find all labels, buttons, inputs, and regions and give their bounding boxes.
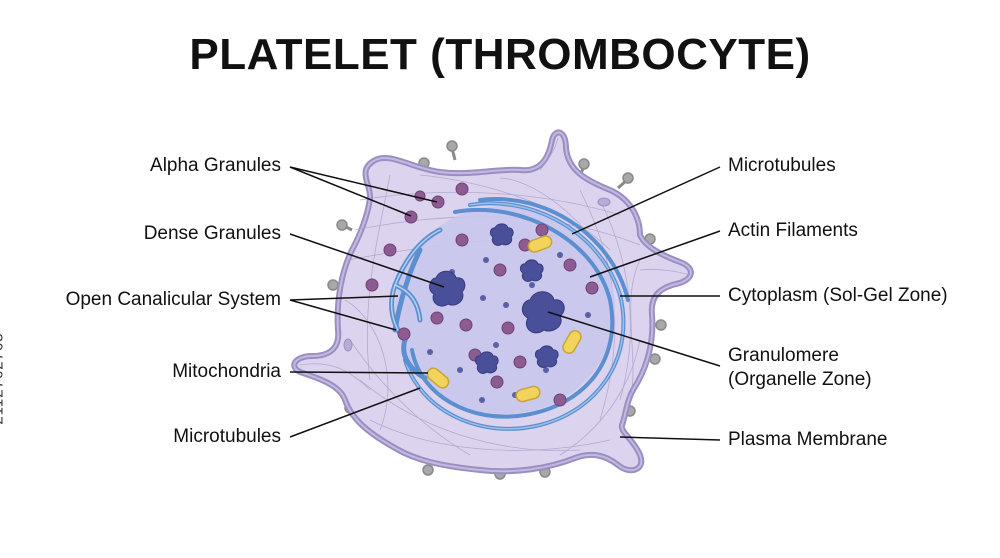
label-mitochondria: Mitochondria — [172, 361, 281, 382]
leader-lines — [289, 166, 721, 441]
page-title: PLATELET (THROMBOCYTE) — [189, 30, 811, 79]
mitochondria — [426, 235, 582, 403]
surface-pits — [343, 197, 611, 352]
label-microtubules-left: Microtubules — [173, 426, 281, 447]
label-cytoplasm: Cytoplasm (Sol-Gel Zone) — [728, 285, 948, 306]
label-microtubules-right: Microtubules — [728, 155, 836, 176]
label-granulomere: Granulomere — [728, 345, 839, 366]
label-open-canalicular-system: Open Canalicular System — [65, 289, 281, 310]
label-alpha-granules: Alpha Granules — [150, 155, 281, 176]
label-plasma-membrane: Plasma Membrane — [728, 429, 888, 450]
stock-id-watermark: 2112762765 — [0, 332, 7, 425]
dense-granules — [429, 223, 565, 374]
label-organelle-zone: (Organelle Zone) — [728, 369, 872, 390]
label-dense-granules: Dense Granules — [143, 223, 281, 244]
label-actin-filaments: Actin Filaments — [728, 220, 858, 241]
